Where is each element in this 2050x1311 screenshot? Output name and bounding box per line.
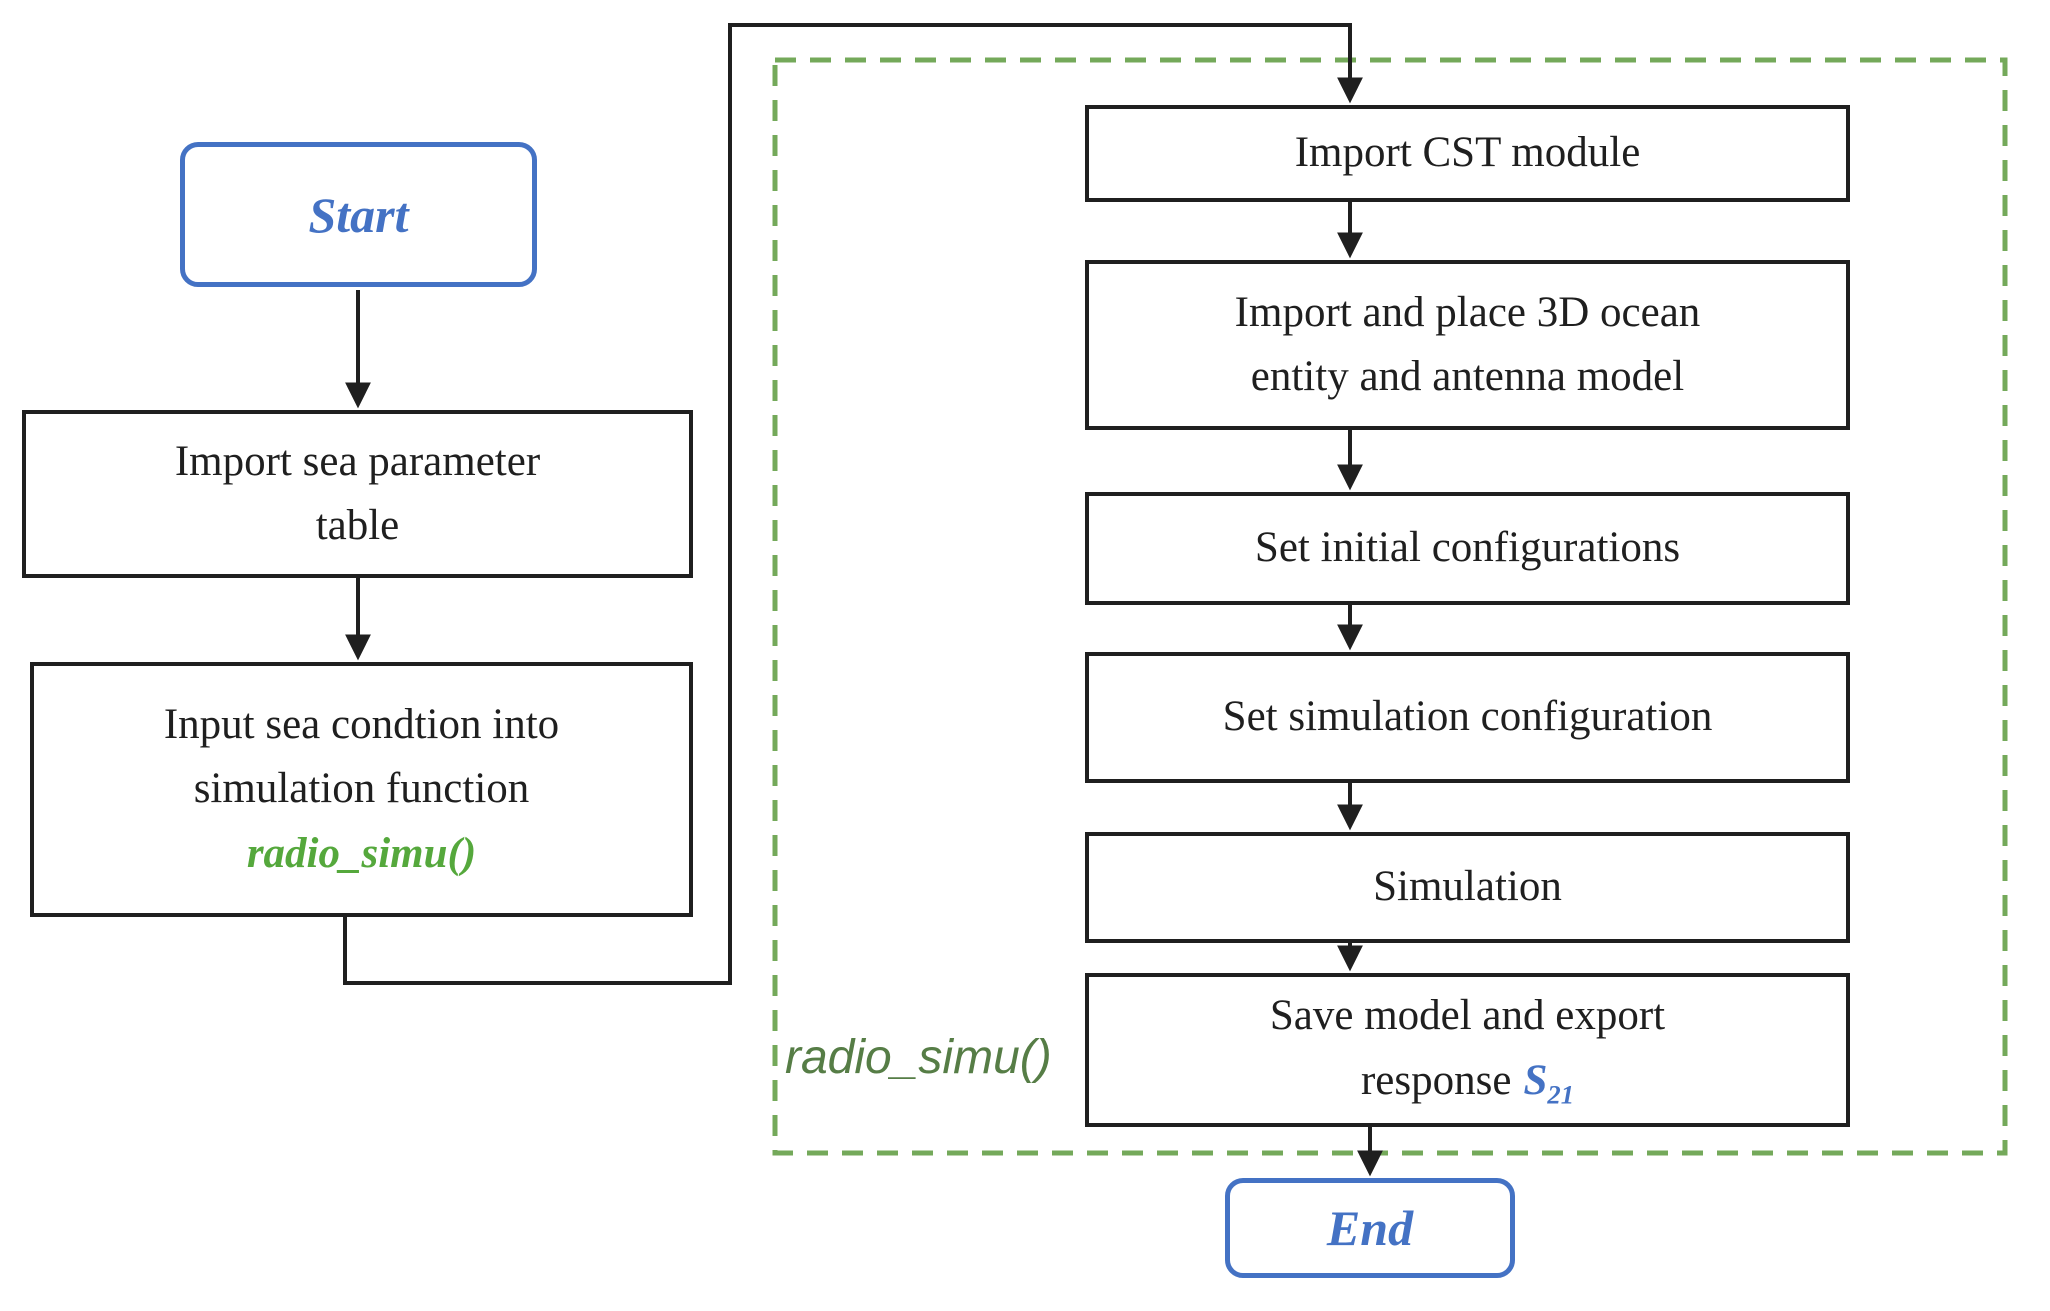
import-sea-parameter-box: Import sea parameter table: [22, 410, 693, 578]
set-initial-config-label: Set initial configurations: [1254, 524, 1681, 572]
start-label: Start: [308, 186, 409, 243]
set-simulation-config-label: Set simulation configuration: [1222, 693, 1713, 741]
radio-simu-code-label: radio_simu(): [246, 829, 477, 877]
simulation-box: Simulation: [1085, 832, 1850, 943]
import-cst-module-label: Import CST module: [1294, 129, 1641, 177]
input-sea-condition-line2: simulation function: [193, 765, 530, 813]
start-node: Start: [180, 142, 537, 287]
set-simulation-config-box: Set simulation configuration: [1085, 652, 1850, 783]
s21-symbol: S21: [1523, 1056, 1575, 1110]
set-initial-config-box: Set initial configurations: [1085, 492, 1850, 605]
end-label: End: [1326, 1200, 1414, 1256]
import-place-ocean-line1: Import and place 3D ocean: [1234, 288, 1701, 336]
import-cst-module-box: Import CST module: [1085, 105, 1850, 202]
save-export-line1: Save model and export: [1269, 992, 1666, 1040]
import-sea-parameter-line1: Import sea parameter: [174, 437, 541, 485]
simulation-label: Simulation: [1373, 863, 1562, 911]
import-place-ocean-box: Import and place 3D ocean entity and ant…: [1085, 260, 1850, 430]
save-export-response-text: response: [1360, 1056, 1512, 1104]
radio-simu-group-border: [772, 57, 2008, 1156]
import-place-ocean-line2: entity and antenna model: [1250, 353, 1685, 400]
radio-simu-group-label: radio_simu(): [785, 1031, 1052, 1084]
end-node: End: [1225, 1178, 1515, 1278]
import-sea-parameter-line2: table: [315, 502, 400, 549]
connector-input-condition-to-import-cst: [343, 23, 1363, 985]
input-sea-condition-box: Input sea condtion into simulation funct…: [30, 662, 693, 917]
input-sea-condition-line1: Input sea condtion into: [163, 700, 560, 748]
